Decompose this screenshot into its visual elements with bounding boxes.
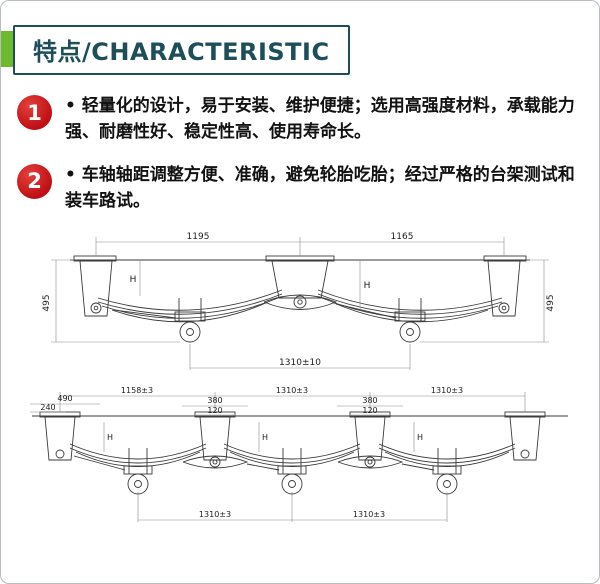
dim-top-right: 1310±3 [431,386,463,395]
dim-bottom-left: 1310±3 [199,510,231,519]
dim-axle-span: 1310±10 [279,358,321,368]
dim-120-left: 120 [207,406,222,415]
feature-text-2: • 车轴轴距调整方便、准确，避免轮胎吃胎；经过严格的台架测试和装车路试。 [65,164,575,212]
dim-240: 240 [40,403,55,412]
technical-drawing-tandem-suspension: 1195 1165 495 495 1310±10 H H [42,232,556,371]
dim-h-2: H [130,275,137,285]
feature-item-1: 1 • 轻量化的设计，易于安装、维护便捷；选用高强度材料，承载能力强、耐磨性好、… [1,93,599,146]
dimension-lines [51,237,549,371]
dim-380-right: 380 [362,396,377,405]
section-title: 特点/CHARACTERISTIC [33,38,330,66]
feature-item-2: 2 • 车轴轴距调整方便、准确，避免轮胎吃胎；经过严格的台架测试和装车路试。 [1,162,599,215]
technical-drawing-triaxle-suspension: 1158±3 1310±3 1310±3 490 240 380 120 380… [30,386,568,523]
dimension-lines [30,392,526,523]
drawing-line-art [70,255,530,343]
dim-h-1: H [364,281,371,291]
dim-top-center: 1310±3 [276,386,308,395]
dimension-labels: 1195 1165 495 495 1310±10 H H [42,232,556,368]
dim-h-3: H [417,433,423,442]
dimension-labels: 1158±3 1310±3 1310±3 490 240 380 120 380… [40,386,463,519]
section-title-box: 特点/CHARACTERISTIC [13,25,350,75]
dim-right-height: 495 [546,295,556,312]
technical-drawings: 1195 1165 495 495 1310±10 H H [1,230,599,532]
dim-top-right: 1165 [391,232,414,242]
drawing-line-art [32,411,568,495]
dim-120-right: 120 [362,406,377,415]
dim-left-height: 495 [42,295,52,312]
dim-380-left: 380 [207,396,222,405]
header: 特点/CHARACTERISTIC [1,1,599,93]
feature-number-badge-1: 1 [17,95,52,130]
feature-number-badge-2: 2 [17,163,52,199]
dim-h-2: H [262,433,268,442]
dim-top-left: 1195 [187,232,210,242]
header-accent-bar [1,31,15,67]
dim-h-1: H [107,433,113,442]
dim-490: 490 [57,394,72,403]
dim-bottom-right: 1310±3 [353,510,385,519]
feature-text-1: • 轻量化的设计，易于安装、维护便捷；选用高强度材料，承载能力强、耐磨性好、稳定… [65,96,575,143]
dim-top-left: 1158±3 [121,386,153,395]
